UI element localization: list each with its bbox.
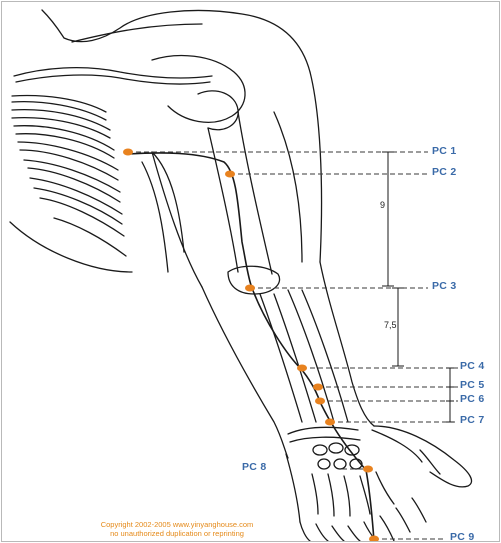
- forearm-measure: 7,5: [384, 320, 397, 330]
- acupoint-markers: [123, 149, 379, 542]
- copyright-line: Copyright 2002-2005 www.yinyanghouse.com: [42, 520, 312, 529]
- pc3-label: PC 3: [432, 280, 457, 292]
- pc6-point: [315, 398, 325, 405]
- pc1-label: PC 1: [432, 145, 457, 157]
- pc1-point: [123, 149, 133, 156]
- upper-arm-measure: 9: [380, 200, 385, 210]
- copyright-notice: Copyright 2002-2005 www.yinyanghouse.com…: [42, 520, 312, 538]
- pc5-label: PC 5: [460, 379, 485, 391]
- pc4-label: PC 4: [460, 360, 485, 372]
- pc3-point: [245, 285, 255, 292]
- pc9-point: [369, 536, 379, 542]
- pc7-label: PC 7: [460, 414, 485, 426]
- pc8-point: [363, 466, 373, 473]
- pc7-point: [325, 419, 335, 426]
- pc5-point: [313, 384, 323, 391]
- pc9-label: PC 9: [450, 531, 475, 542]
- pc6-label: PC 6: [460, 393, 485, 405]
- copyright-line: no unauthorized duplication or reprintin…: [42, 529, 312, 538]
- pc2-point: [225, 171, 235, 178]
- pc2-label: PC 2: [432, 166, 457, 178]
- pc8-label: PC 8: [242, 461, 267, 473]
- pc4-point: [297, 365, 307, 372]
